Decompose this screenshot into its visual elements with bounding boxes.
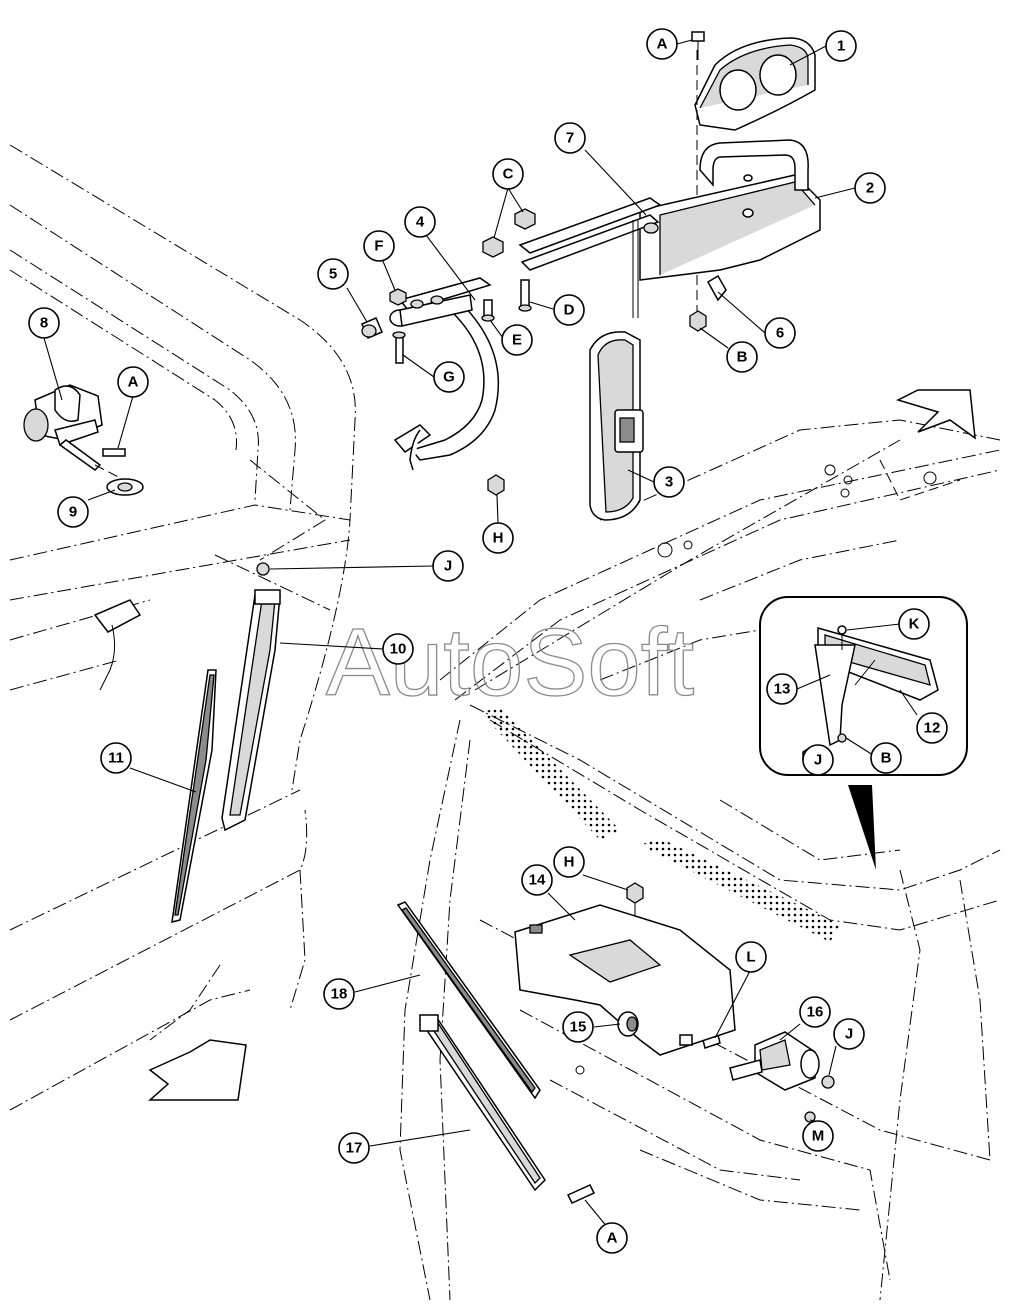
wiper-blade-part-18: [396, 901, 541, 1100]
grommet-part-9: [106, 478, 144, 496]
wiper-arm-part-17: [418, 1014, 546, 1192]
callout-B-inset: B: [870, 742, 902, 774]
direction-arrow-lower-left: [148, 1039, 247, 1101]
callout-B-top: B: [726, 341, 758, 373]
svg-text:D: D: [564, 302, 575, 319]
svg-text:A: A: [657, 36, 668, 53]
callout-C: C: [492, 158, 524, 190]
callout-14: 14: [521, 864, 553, 896]
svg-text:H: H: [564, 854, 575, 871]
callout-5: 5: [317, 258, 349, 290]
callout-8: 8: [28, 307, 60, 339]
svg-text:4: 4: [416, 214, 425, 231]
svg-text:J: J: [444, 558, 452, 575]
mirror-part-3: [589, 331, 644, 521]
svg-text:17: 17: [346, 1140, 363, 1157]
svg-text:13: 13: [774, 681, 791, 698]
callout-J-bottom: J: [833, 1018, 865, 1050]
callout-E: E: [501, 324, 533, 356]
callout-M: M: [802, 1120, 834, 1152]
callout-3: 3: [653, 466, 685, 498]
callout-11: 11: [100, 742, 132, 774]
callout-A-bottom: A: [596, 1222, 628, 1254]
svg-text:F: F: [374, 238, 383, 255]
wiper-blade-part-11: [171, 669, 217, 923]
callout-H-top: H: [482, 522, 514, 554]
svg-text:5: 5: [329, 266, 337, 283]
wiper-arm-part-10: [221, 589, 281, 832]
grommet-part-15: [617, 1011, 639, 1037]
spacer-part-5: [361, 317, 383, 339]
mounting-bracket-part-2: [639, 139, 821, 281]
svg-text:H: H: [493, 530, 504, 547]
callout-10: 10: [382, 633, 414, 665]
callout-9: 9: [57, 496, 89, 528]
svg-text:J: J: [814, 752, 822, 769]
callout-17: 17: [338, 1132, 370, 1164]
svg-text:K: K: [909, 616, 920, 633]
callout-A-top: A: [646, 28, 678, 60]
svg-text:11: 11: [108, 750, 124, 767]
wiper-linkage-part-4: [389, 277, 500, 471]
svg-text:E: E: [512, 332, 522, 349]
direction-arrow-upper-right: [895, 389, 976, 440]
svg-text:8: 8: [40, 315, 48, 332]
callout-F: F: [363, 230, 395, 262]
callout-18: 18: [323, 978, 355, 1010]
svg-text:M: M: [812, 1128, 825, 1145]
svg-text:A: A: [128, 374, 139, 391]
callout-15: 15: [562, 1011, 594, 1043]
callout-1: 1: [825, 30, 857, 62]
svg-text:7: 7: [566, 130, 574, 147]
svg-text:18: 18: [331, 986, 348, 1003]
svg-text:14: 14: [529, 872, 546, 889]
svg-text:3: 3: [665, 474, 673, 491]
watermark: AutoSoft: [326, 609, 694, 716]
callout-12: 12: [916, 712, 948, 744]
callout-16: 16: [799, 996, 831, 1028]
svg-text:B: B: [737, 349, 748, 366]
callout-K: K: [898, 608, 930, 640]
callout-D: D: [553, 294, 585, 326]
left-mount-bracket: [93, 599, 142, 691]
svg-text:1: 1: [837, 38, 845, 55]
callout-H-bottom: H: [553, 846, 585, 878]
svg-text:C: C: [503, 166, 514, 183]
wiper-motor-part-8: [23, 384, 141, 489]
callout-4: 4: [404, 206, 436, 238]
wiper-motor-part-16: [729, 1031, 820, 1091]
svg-text:9: 9: [69, 504, 77, 521]
callout-L: L: [735, 941, 767, 973]
svg-text:B: B: [881, 750, 892, 767]
callout-13: 13: [766, 673, 798, 705]
svg-text:16: 16: [807, 1004, 824, 1021]
callout-7: 7: [554, 122, 586, 154]
detail-inset: [759, 596, 968, 870]
support-rod-part-7: [518, 197, 662, 318]
svg-text:6: 6: [776, 325, 784, 342]
fasteners: [102, 31, 835, 1204]
svg-text:15: 15: [570, 1019, 587, 1036]
left-cab-outline: [9, 144, 356, 1111]
callout-2: 2: [854, 172, 886, 204]
leader-lines: [43, 39, 918, 1229]
callout-J-left: J: [432, 550, 464, 582]
svg-text:2: 2: [866, 180, 874, 197]
svg-text:10: 10: [390, 641, 407, 658]
svg-text:A: A: [607, 1230, 618, 1247]
cover-panel-part-14: [514, 904, 736, 1056]
svg-text:G: G: [443, 369, 455, 386]
svg-text:L: L: [746, 949, 755, 966]
svg-text:12: 12: [924, 720, 941, 737]
svg-text:J: J: [845, 1026, 853, 1043]
light-housing-part-1: [694, 37, 816, 330]
callout-G: G: [433, 361, 465, 393]
callout-A-left: A: [117, 366, 149, 398]
callout-6: 6: [764, 317, 796, 349]
callout-J-inset: J: [802, 744, 834, 776]
ventilation-grilles: [480, 708, 840, 942]
